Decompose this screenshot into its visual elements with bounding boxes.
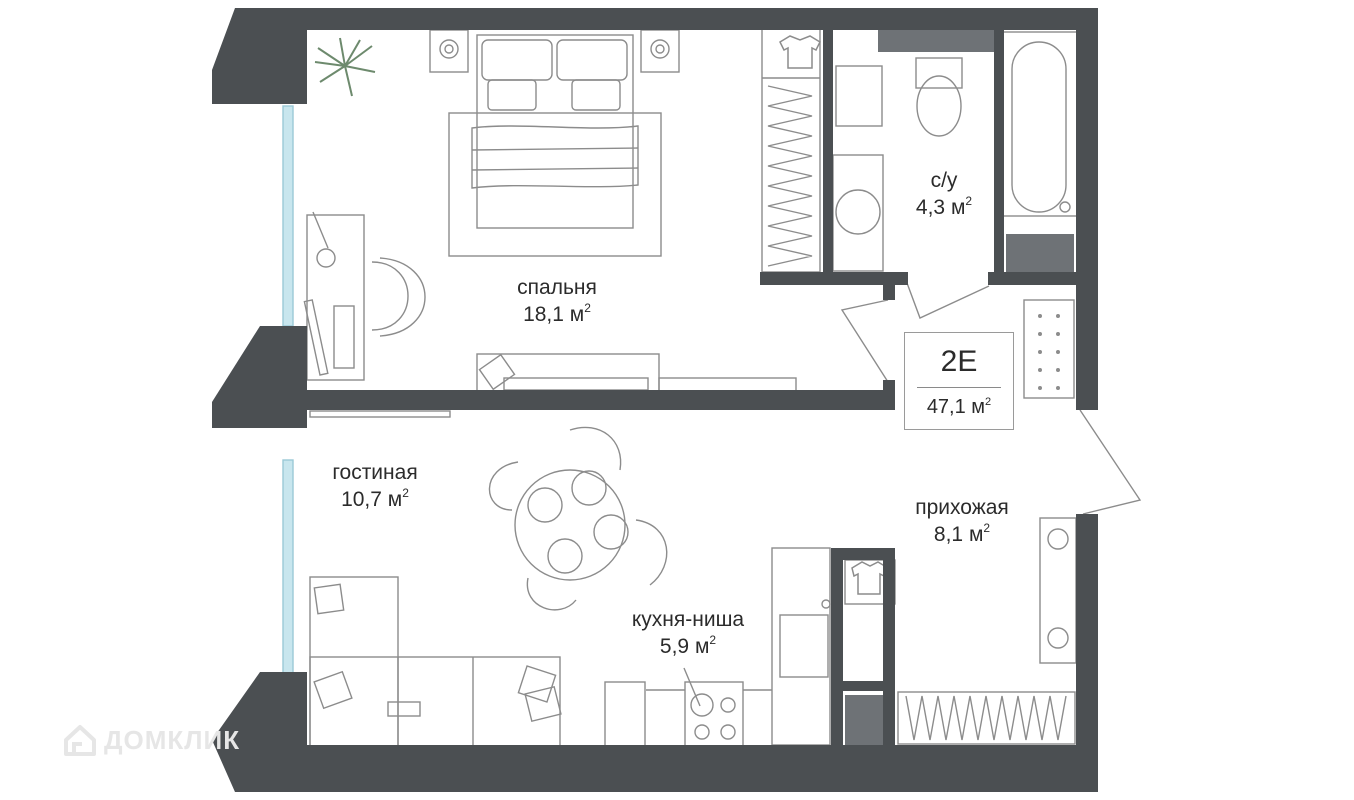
room-name: с/у xyxy=(930,169,958,192)
door-swings xyxy=(840,282,1142,515)
watermark: ДОМКЛИК xyxy=(62,722,240,758)
room-name: спальня xyxy=(517,276,597,299)
watermark-text: ДОМКЛИК xyxy=(104,724,241,755)
bench xyxy=(476,353,797,397)
apartment-total-area: 47,1 м2 xyxy=(926,396,992,418)
apartment-code: 2E xyxy=(940,345,978,378)
tshirt-icon xyxy=(779,35,889,595)
room-label-hallway: прихожая 8,1 м2 xyxy=(890,494,1034,548)
doormat-pattern xyxy=(1038,314,1060,390)
walls xyxy=(212,8,1098,792)
room-name: кухня-ниша xyxy=(631,608,745,631)
room-name: прихожая xyxy=(915,496,1009,519)
nightstands xyxy=(429,29,680,73)
house-logo-icon xyxy=(64,725,96,756)
room-area: 18,1 м2 xyxy=(523,301,591,326)
room-area: 10,7 м2 xyxy=(341,486,409,511)
dining-set xyxy=(488,426,668,611)
room-label-living: гостиная 10,7 м2 xyxy=(300,459,450,513)
room-name: гостиная xyxy=(332,461,418,484)
room-area: 4,3 м2 xyxy=(915,194,973,219)
bed xyxy=(448,34,662,257)
tag-divider xyxy=(917,387,1001,388)
room-area: 8,1 м2 xyxy=(933,521,991,546)
apartment-tag: 2E 47,1 м2 xyxy=(904,332,1014,430)
plant-icon xyxy=(314,37,376,97)
room-label-kitchen: кухня-ниша 5,9 м2 xyxy=(606,606,770,660)
room-label-bathroom: с/у 4,3 м2 xyxy=(884,167,1004,221)
desk xyxy=(303,211,426,381)
room-label-bedroom: спальня 18,1 м2 xyxy=(487,274,627,328)
room-area: 5,9 м2 xyxy=(659,633,717,658)
sofa xyxy=(309,576,562,748)
